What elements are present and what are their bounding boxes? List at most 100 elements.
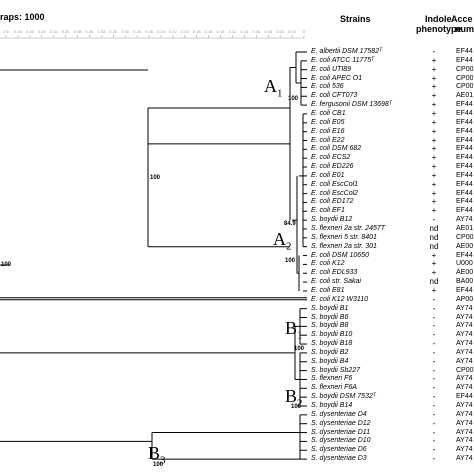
strain-name: S. boydii B4 — [311, 357, 349, 365]
indole-value: + — [431, 179, 437, 189]
strain-name: E. coli E05 — [311, 118, 345, 126]
scale-tick-label: 0.38 — [74, 29, 83, 34]
accession-number: AE00 — [456, 269, 474, 277]
accession-number: U000 — [456, 260, 473, 268]
indole-header: Indole — [425, 14, 452, 24]
indole-value: + — [431, 259, 437, 269]
indole-value: - — [432, 454, 436, 464]
indole-value: - — [432, 392, 436, 402]
accession-number: AY74 — [456, 322, 473, 330]
accession-number: AY74 — [456, 410, 473, 418]
scale-tick-label: 0.24 — [157, 29, 166, 34]
indole-value: + — [431, 162, 437, 172]
accession-number: EF44 — [456, 145, 473, 153]
indole-value: - — [432, 427, 436, 437]
indole-value: + — [431, 206, 437, 216]
indole-value: - — [432, 365, 436, 375]
accession-number: AY74 — [456, 331, 473, 339]
accession-number: AP00 — [456, 295, 474, 303]
strains-header: Strains — [340, 14, 371, 24]
indole-value: - — [432, 215, 436, 225]
bootstrap-value: 100 — [1, 262, 12, 268]
strain-name: E. coli ATCC 11775ᵀ — [311, 56, 374, 64]
scale-tick-label: 0.14 — [217, 29, 226, 34]
strain-name: E. coli E01 — [311, 171, 345, 179]
indole-value: + — [431, 188, 437, 198]
bootstrap-value: 100 — [153, 462, 164, 468]
bootstrap-value: 100 — [288, 96, 299, 102]
bootstrap-value: 100 — [294, 346, 305, 352]
accession-number: AY74 — [456, 402, 473, 409]
scale-tick-label: 0.18 — [193, 29, 202, 34]
scale-tick-label: 0.46 — [26, 29, 35, 34]
accession-number: BA00 — [456, 278, 474, 286]
indole-value: - — [432, 418, 436, 428]
indole-value: + — [431, 170, 437, 180]
strain-name: E. coli K12 W3110 — [311, 295, 369, 303]
indole-value: + — [431, 285, 437, 295]
scale-tick-label: 0.44 — [38, 29, 47, 34]
indole-value: - — [432, 445, 436, 455]
accession-number: AY74 — [456, 428, 473, 436]
accession-number: CP00 — [456, 65, 474, 73]
strain-name: E. coli UTI89 — [311, 65, 352, 73]
scale-tick-label: 0.28 — [133, 29, 142, 34]
strain-name: E. coli str. Sakai — [311, 278, 361, 286]
accession-number: EF44 — [456, 393, 473, 401]
indole-value: - — [432, 409, 436, 419]
strain-name: E. coli EscCol2 — [311, 189, 359, 197]
strain-name: E. coli E16 — [311, 127, 345, 135]
bootstrap-value: 100 — [150, 175, 161, 181]
indole-value: + — [431, 250, 437, 260]
indole-value: - — [432, 383, 436, 393]
scale-tick-label: 0.32 — [109, 29, 118, 34]
scale-tick-label: 0 — [303, 29, 306, 34]
bootstraps-label: raps: 1000 — [0, 12, 45, 22]
strain-name: E. coli 536 — [311, 83, 344, 91]
indole-value: + — [431, 73, 437, 83]
accession-number: AY74 — [456, 446, 473, 454]
indole-value: - — [432, 294, 436, 304]
accession-number: AE01 — [456, 92, 474, 100]
strain-name: S. boydii Sb227 — [311, 366, 361, 374]
indole-value: - — [432, 347, 436, 357]
indole-value: + — [431, 100, 437, 110]
strain-name: S. flexneri F6A — [311, 384, 357, 392]
indole-value: + — [431, 55, 437, 65]
scale-tick-label: 0.30 — [121, 29, 130, 34]
strain-name: S. dysenteriae D6 — [311, 446, 367, 454]
indole-value: + — [431, 108, 437, 118]
accession-number: AY74 — [456, 375, 473, 383]
strain-name: S. dysenteriae D10 — [311, 437, 371, 445]
indole-value: nd — [429, 277, 439, 287]
indole-value: nd — [429, 232, 439, 242]
accession-number: CP00 — [456, 74, 474, 82]
accession-number: AY74 — [456, 216, 473, 224]
accession-number: CP00 — [456, 83, 474, 91]
scale-tick-label: 0.06 — [264, 29, 273, 34]
strain-name: E. coli ECS2 — [311, 154, 351, 162]
strain-name: S. boydii B2 — [311, 348, 349, 356]
accession-number: EF44 — [456, 48, 473, 55]
scale-tick-label: 0.26 — [145, 29, 154, 34]
scale-tick-label: 0.42 — [50, 29, 59, 34]
indole-value: - — [432, 401, 436, 410]
indole-value: - — [432, 312, 436, 322]
bootstrap-value: 100 — [291, 404, 302, 410]
strain-name: E. coli CB1 — [311, 109, 346, 117]
accession-number: EF44 — [456, 127, 473, 135]
scale-tick-label: 0.12 — [229, 29, 238, 34]
strain-name: S. boydii B8 — [311, 322, 349, 330]
strain-name: S. flexneri 5 str. 8401 — [311, 233, 377, 241]
strain-name: E. coli EDL933 — [311, 269, 358, 277]
indole-value: nd — [429, 224, 439, 233]
bootstrap-value: 100 — [285, 258, 296, 264]
strain-name: S. boydii DSM 7532ᵀ — [311, 393, 376, 401]
indole-value: - — [432, 356, 436, 366]
strain-name: S. dysenteriae D4 — [311, 410, 367, 418]
indole-value: + — [431, 82, 437, 92]
scale-tick-label: 0.02 — [288, 29, 297, 34]
strain-name: S. flexneri 2a str. 2457T — [311, 225, 386, 232]
scale-tick-label: 0.16 — [205, 29, 214, 34]
